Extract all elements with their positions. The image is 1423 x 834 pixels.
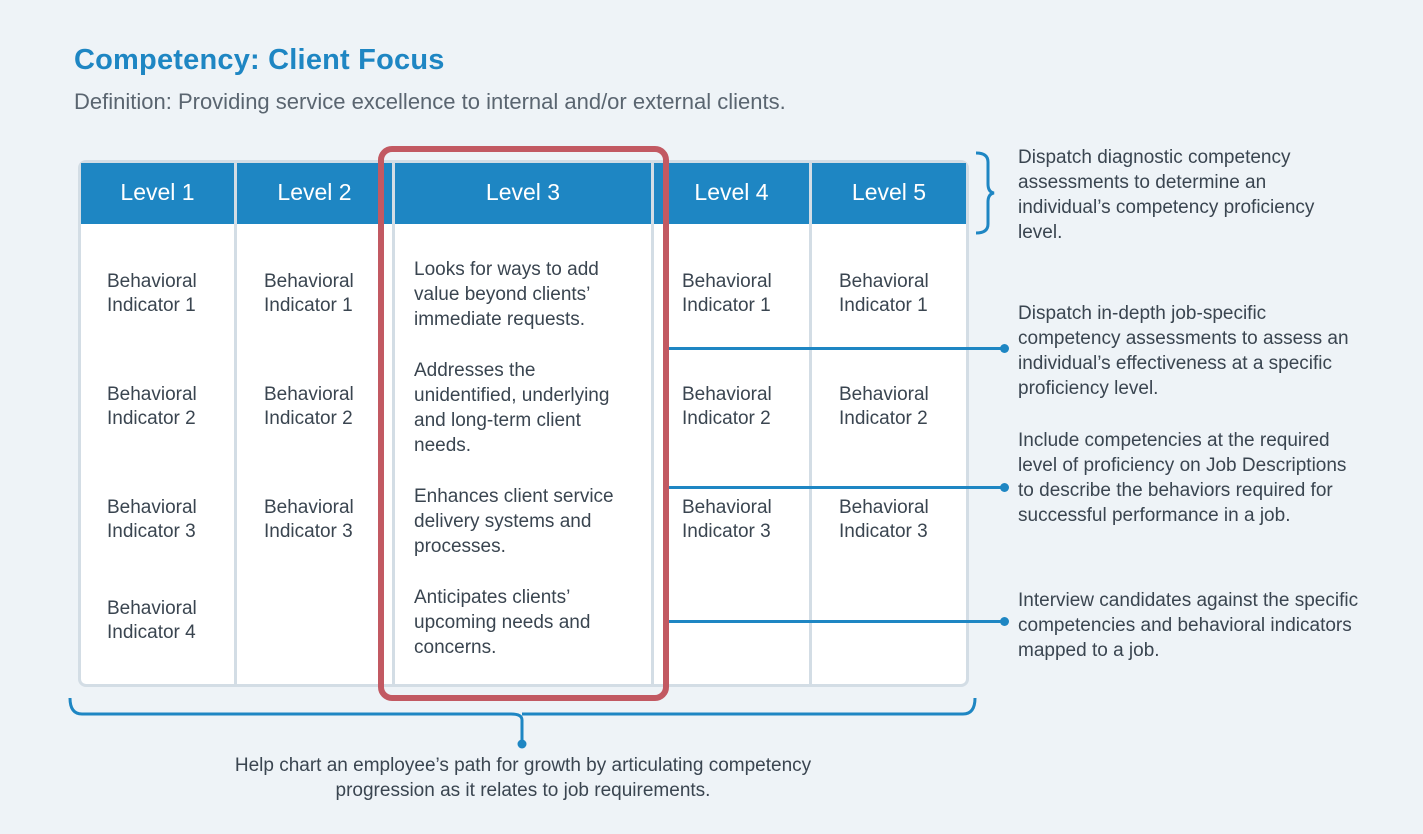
level-4-indicator-3: Behavioral Indicator 3	[682, 497, 772, 542]
page-title: Competency: Client Focus	[74, 44, 445, 76]
level-5-header: Level 5	[812, 163, 966, 224]
level-5-indicator-2: Behavioral Indicator 2	[839, 384, 929, 429]
definition-text: Definition: Providing service excellence…	[74, 89, 786, 114]
bottom-note: Help chart an employee’s path for growth…	[234, 755, 812, 801]
level-2-indicator-3: Behavioral Indicator 3	[264, 497, 354, 542]
level-2-header: Level 2	[237, 163, 392, 224]
bottom-bracket	[68, 697, 977, 749]
column-divider	[651, 160, 654, 687]
level-1-indicator-1: Behavioral Indicator 1	[107, 271, 197, 316]
level-1-header: Level 1	[81, 163, 234, 224]
level-1-indicator-4: Behavioral Indicator 4	[107, 598, 197, 643]
levels-table	[78, 160, 969, 687]
side-note-2: Dispatch in-depth job-specific competenc…	[1018, 303, 1349, 399]
level-3-item-1: Looks for ways to add value beyond clien…	[414, 259, 599, 330]
level-3-item-4: Anticipates clients’ upcoming needs and …	[414, 587, 591, 658]
column-divider	[392, 160, 395, 687]
level-4-header: Level 4	[654, 163, 809, 224]
connector-line-2	[669, 347, 1004, 350]
connector-line-4	[669, 620, 1004, 623]
header-bracket	[975, 151, 995, 235]
level-1-indicator-3: Behavioral Indicator 3	[107, 497, 197, 542]
side-note-4: Interview candidates against the specifi…	[1018, 590, 1359, 661]
level-3-header: Level 3	[395, 163, 651, 224]
level-4-indicator-2: Behavioral Indicator 2	[682, 384, 772, 429]
side-note-1: Dispatch diagnostic competency assessmen…	[1018, 147, 1315, 243]
connector-dot-4	[1000, 617, 1009, 626]
connector-dot-2	[1000, 344, 1009, 353]
connector-dot-3	[1000, 483, 1009, 492]
level-4-indicator-1: Behavioral Indicator 1	[682, 271, 772, 316]
level-3-item-3: Enhances client service delivery systems…	[414, 486, 614, 557]
level-1-indicator-2: Behavioral Indicator 2	[107, 384, 197, 429]
level-3-item-2: Addresses the unidentified, underlying a…	[414, 360, 610, 456]
column-divider	[234, 160, 237, 687]
level-3-highlight-frame	[378, 146, 669, 701]
column-divider	[809, 160, 812, 687]
level-5-indicator-3: Behavioral Indicator 3	[839, 497, 929, 542]
connector-line-3	[669, 486, 1004, 489]
level-2-indicator-2: Behavioral Indicator 2	[264, 384, 354, 429]
level-5-indicator-1: Behavioral Indicator 1	[839, 271, 929, 316]
level-2-indicator-1: Behavioral Indicator 1	[264, 271, 354, 316]
side-note-3: Include competencies at the required lev…	[1018, 430, 1347, 526]
